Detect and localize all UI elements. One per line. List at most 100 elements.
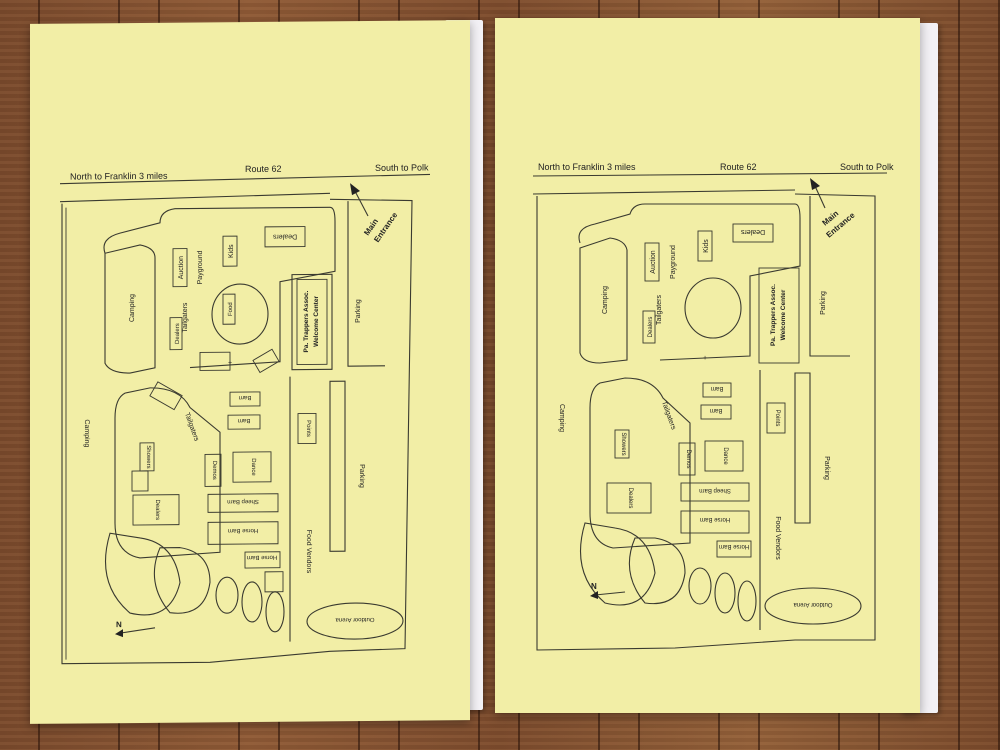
bottom-loop-4-right (714, 572, 736, 614)
bottom-loop-4 (241, 581, 263, 623)
sheep-barn-box-right (680, 482, 750, 502)
dealers-top-label: Dealers (272, 233, 297, 240)
demos-label: Demos (211, 461, 217, 480)
dealers-left-label: Dealers (154, 499, 160, 520)
dance-box-right (704, 440, 744, 472)
tailgaters-mid-label: Tailgaters (183, 412, 200, 443)
bottom-loop-1-right (579, 522, 656, 606)
small-building-box (264, 571, 284, 593)
north-arrow (119, 627, 156, 634)
entrance-arrowhead-right (810, 178, 820, 190)
camping-top-area-right (579, 237, 628, 364)
route-line-right (532, 172, 888, 177)
camping-left-area (114, 387, 221, 559)
food-ring-right (684, 277, 742, 339)
tailgaters-top-label: Tailgaters (182, 302, 189, 333)
welcome-label-1: Pa. Trappers Assoc. (303, 290, 310, 352)
bottom-loop-2-right (628, 537, 686, 605)
dealers-small-box-right (642, 310, 656, 344)
camping-top-area (104, 244, 156, 374)
auction-label-right: Auction (650, 250, 657, 273)
parking-bottom-label-right: Parking (823, 456, 830, 480)
horse-barn-label-right: Horse Barn (700, 516, 730, 522)
sheep-barn-box (207, 493, 279, 513)
bottom-loop-5 (265, 591, 285, 633)
parking-top-label: Parking (355, 299, 362, 323)
barn-2-label: Barn (238, 417, 251, 423)
kids-box-right (697, 230, 713, 262)
dealers-top-label-right: Dealers (740, 228, 765, 235)
food-vendors-label-right: Food Vendors (774, 516, 781, 560)
fairground-boundary-right (536, 193, 876, 651)
barn-2-box-right (700, 404, 732, 420)
playground-label-right: Payground (670, 245, 677, 279)
sheep-barn-label: Sheep Barn (227, 498, 259, 504)
horse-barn-2-box-right (716, 540, 752, 558)
dealers-top-box (264, 226, 306, 248)
route-line-2 (59, 192, 331, 203)
parking-bottom-label: Parking (358, 464, 365, 488)
parking-top-road (347, 201, 385, 367)
horse-barn-box-right (680, 510, 750, 534)
north-arrow-right (594, 591, 626, 596)
north-arrowhead (115, 629, 123, 638)
welcome-center-inner (296, 278, 328, 366)
outdoor-arena (306, 602, 404, 640)
bottom-loop-3 (215, 576, 239, 614)
points-box (297, 412, 317, 445)
info-label: + (228, 360, 232, 367)
playground-label: Payground (197, 250, 204, 284)
welcome-label-2: Welcome Center (313, 296, 320, 347)
bottom-loop-5-right (737, 580, 757, 622)
north-arrowhead-right (590, 591, 598, 599)
fairground-boundary (61, 198, 413, 665)
demos-label-right: Demos (685, 449, 691, 468)
barn-1-label: Barn (239, 394, 252, 400)
kids-box (222, 235, 238, 267)
kids-label: Kids (228, 244, 235, 258)
barn-2-label-right: Barn (710, 407, 723, 413)
welcome-center-box (291, 273, 333, 371)
food-box (222, 293, 236, 325)
auction-box (172, 248, 188, 288)
dance-box (232, 451, 272, 483)
camping-left-area-right (589, 377, 691, 549)
horse-barn-2-box (244, 551, 281, 569)
camping-left-label: Camping (83, 419, 90, 447)
demos-box-right (678, 442, 696, 476)
left-map-svg: North to Franklin 3 miles Route 62 South… (59, 162, 431, 665)
camping-left-label-right: Camping (558, 404, 565, 432)
outdoor-arena-right (764, 587, 862, 625)
points-box-right (766, 402, 786, 434)
dealers-small-box (169, 317, 183, 351)
auction-box-right (644, 242, 660, 282)
right-map-svg: North to Franklin 3 miles Route 62 South… (532, 162, 894, 651)
dealers-left-label-right: Dealers (627, 488, 633, 509)
parking-bottom-road (329, 380, 346, 552)
route-label-right: Route 62 (720, 162, 757, 172)
parking-bottom-road-right (794, 372, 811, 524)
route-line (59, 173, 431, 185)
entrance-arrow (354, 190, 369, 217)
showers-top-box (199, 351, 231, 371)
barn-1-box (229, 391, 261, 407)
food-label: Food (228, 302, 234, 316)
dealers-left-box-right (606, 482, 652, 514)
tailgaters-mid-label-right: Tailgaters (660, 400, 677, 431)
barn-1-label-right: Barn (711, 385, 724, 391)
bottom-loop-3-right (688, 567, 712, 605)
dealers-small-label-right: Dealers (648, 317, 654, 338)
points-label-right: Points (774, 410, 780, 427)
showers-left-label: Showers (145, 445, 151, 468)
parking-top-road-right (809, 196, 850, 357)
auction-label: Auction (178, 256, 185, 280)
entrance-arrow-right (814, 185, 826, 209)
outdoor-arena-label: Outdoor Arena (335, 616, 375, 622)
barn-2-box (227, 414, 261, 430)
dance-label: Dance (250, 458, 256, 476)
dealers-top-box-right (732, 223, 774, 243)
showers-box (252, 348, 280, 374)
kids-label-right: Kids (703, 239, 710, 253)
south-label: South to Polk (375, 162, 429, 172)
dealers-small-label: Dealers (175, 323, 181, 344)
